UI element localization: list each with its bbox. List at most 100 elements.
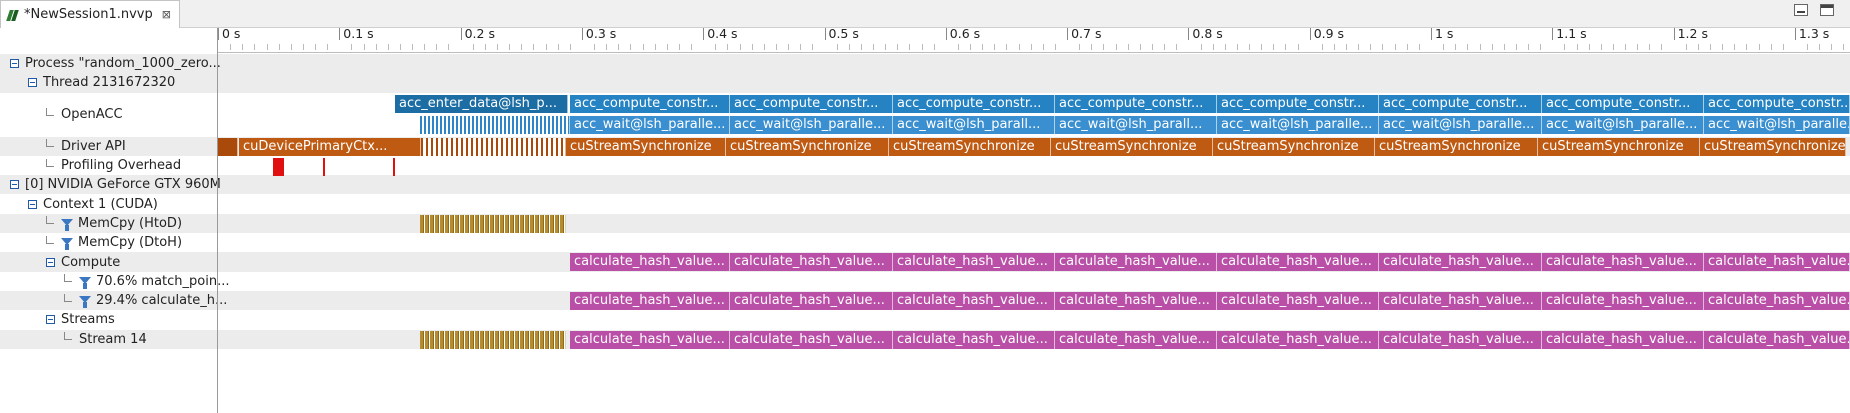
kernel-range[interactable]: calculate_hash_value... [1217, 292, 1379, 310]
cu-stream-synchronize-range[interactable]: cuStreamSynchronize [889, 137, 1051, 156]
cu-stream-synchronize-range[interactable]: cuStreamSynchronize [1700, 137, 1846, 156]
acc-compute-construct-range[interactable]: acc_compute_constr... [1217, 94, 1379, 113]
kernel-range[interactable]: calculate_hash_value... [1704, 253, 1850, 272]
ruler-minor-tick [885, 44, 887, 50]
cu-stream-synchronize-range[interactable]: cuStreamSynchronize [1538, 137, 1700, 156]
kernel-range[interactable]: calculate_hash_value... [1379, 253, 1542, 272]
kernel-range[interactable]: calculate_hash_value... [893, 292, 1055, 310]
ruler-minor-tick [1661, 44, 1663, 50]
acc-wait-range[interactable]: acc_wait@lsh_paralle... [1542, 115, 1704, 134]
kernel-range[interactable]: calculate_hash_value... [1379, 292, 1542, 310]
profiling-overhead-mark[interactable] [273, 157, 284, 176]
driver-call-cluster[interactable] [421, 137, 566, 156]
kernel-range[interactable]: calculate_hash_value... [1217, 253, 1379, 272]
profiling-overhead-mark[interactable] [393, 157, 395, 176]
kernel-range[interactable]: calculate_hash_value... [893, 253, 1055, 272]
acc-wait-range[interactable]: acc_wait@lsh_paralle... [730, 115, 893, 134]
timeline-row[interactable]: MemCpy (HtoD) [0, 213, 1850, 234]
kernel-range[interactable]: calculate_hash_value... [1055, 330, 1217, 349]
acc-wait-range[interactable]: acc_wait@lsh_paralle... [1217, 115, 1379, 134]
timeline-row[interactable]: Streams [0, 310, 1850, 329]
tree-divider[interactable] [217, 28, 218, 413]
acc-compute-construct-range[interactable]: acc_compute_constr... [570, 94, 730, 113]
session-tab[interactable]: *NewSession1.nvvp ⊠ [0, 0, 180, 28]
acc-wait-range[interactable]: acc_wait@lsh_parall... [1055, 115, 1217, 134]
acc-wait-cluster[interactable] [420, 115, 570, 134]
acc-compute-construct-range[interactable]: acc_compute_constr... [1379, 94, 1542, 113]
kernel-range[interactable]: calculate_hash_value... [1704, 330, 1850, 349]
acc-wait-range[interactable]: acc_wait@lsh_paralle... [1704, 115, 1850, 134]
acc-wait-range[interactable]: acc_wait@lsh_paralle... [1379, 115, 1542, 134]
cu-stream-synchronize-range[interactable]: cuStreamSynchronize [1375, 137, 1538, 156]
cu-stream-synchronize-range[interactable]: cuStreamSynchronize [566, 137, 726, 156]
tree-node[interactable]: Process "random_1000_zero... [10, 54, 221, 73]
collapse-icon[interactable] [46, 257, 55, 267]
collapse-icon[interactable] [10, 59, 19, 69]
kernel-range[interactable]: calculate_hash_value... [570, 292, 730, 310]
tree-node[interactable]: 29.4% calculate_h... [64, 291, 227, 310]
memcpy-htod-cluster[interactable] [420, 214, 566, 233]
tree-node[interactable]: OpenACC [46, 93, 123, 137]
ruler-minor-tick [970, 44, 972, 50]
kernel-range[interactable]: calculate_hash_value... [893, 330, 1055, 349]
kernel-range[interactable]: calculate_hash_value... [570, 253, 730, 272]
cu-stream-synchronize-range[interactable]: cuStreamSynchronize [1213, 137, 1375, 156]
tree-node[interactable]: Driver API [46, 137, 126, 156]
maximize-view-button[interactable] [1820, 4, 1834, 16]
tree-node[interactable]: Context 1 (CUDA) [28, 195, 158, 214]
timeline-row[interactable]: [0] NVIDIA GeForce GTX 960M [0, 175, 1850, 195]
collapse-icon[interactable] [46, 315, 55, 325]
profiling-overhead-mark[interactable] [323, 157, 325, 176]
acc-compute-construct-range[interactable]: acc_compute_constr... [1055, 94, 1217, 113]
memcpy-cluster[interactable] [420, 330, 566, 349]
driver-call-range[interactable] [218, 137, 238, 156]
timeline-row[interactable]: Thread 2131672320 [0, 73, 1850, 93]
ruler-minor-tick [1321, 44, 1323, 50]
collapse-icon[interactable] [10, 180, 19, 190]
cu-stream-synchronize-range[interactable]: cuStreamSynchronize [726, 137, 889, 156]
acc-compute-construct-range[interactable]: acc_compute_constr... [730, 94, 893, 113]
acc-compute-construct-range[interactable]: acc_compute_constr... [1542, 94, 1704, 113]
close-tab-icon[interactable]: ⊠ [161, 8, 171, 21]
kernel-range[interactable]: calculate_hash_value... [1542, 292, 1704, 310]
collapse-icon[interactable] [28, 78, 37, 88]
tree-node[interactable]: Compute [46, 252, 120, 271]
timeline-row[interactable]: MemCpy (DtoH) [0, 233, 1850, 252]
tree-node[interactable]: Streams [46, 310, 115, 329]
kernel-range[interactable]: calculate_hash_value... [570, 330, 730, 349]
ruler-minor-tick [982, 44, 984, 50]
kernel-range[interactable]: calculate_hash_value... [1542, 330, 1704, 349]
acc-enter-data-range[interactable]: acc_enter_data@lsh_p... [395, 94, 568, 113]
timeline-row[interactable]: OpenACC [0, 93, 1850, 137]
ruler-minor-tick [1637, 44, 1639, 50]
tree-node[interactable]: Profiling Overhead [46, 156, 181, 175]
cu-stream-synchronize-range[interactable]: cuStreamSynchronize [1051, 137, 1213, 156]
acc-compute-construct-range[interactable]: acc_compute_constr... [893, 94, 1055, 113]
tree-node[interactable]: MemCpy (DtoH) [46, 233, 182, 252]
tree-node[interactable]: MemCpy (HtoD) [46, 214, 182, 233]
tree-node[interactable]: Thread 2131672320 [28, 73, 175, 92]
timeline-row[interactable]: 70.6% match_poin... [0, 272, 1850, 291]
kernel-range[interactable]: calculate_hash_value... [1379, 330, 1542, 349]
minimize-view-button[interactable] [1794, 4, 1808, 16]
kernel-range[interactable]: calculate_hash_value... [1055, 253, 1217, 272]
acc-wait-range[interactable]: acc_wait@lsh_paralle... [570, 115, 730, 134]
tree-node[interactable]: Stream 14 [64, 330, 147, 349]
kernel-range[interactable]: calculate_hash_value... [730, 330, 893, 349]
kernel-range[interactable]: calculate_hash_value... [1055, 292, 1217, 310]
kernel-range[interactable]: calculate_hash_value... [1217, 330, 1379, 349]
tree-node[interactable]: 70.6% match_poin... [64, 272, 230, 291]
ruler-minor-tick [1819, 44, 1821, 50]
kernel-range[interactable]: calculate_hash_value... [730, 253, 893, 272]
timeline-row[interactable]: Process "random_1000_zero... [0, 54, 1850, 74]
acc-wait-range[interactable]: acc_wait@lsh_parall... [893, 115, 1055, 134]
timeline-row[interactable]: Profiling Overhead [0, 156, 1850, 175]
kernel-range[interactable]: calculate_hash_value... [730, 292, 893, 310]
collapse-icon[interactable] [28, 199, 37, 209]
kernel-range[interactable]: calculate_hash_value... [1542, 253, 1704, 272]
cu-device-primary-ctx-range[interactable]: cuDevicePrimaryCtx... [239, 137, 421, 156]
acc-compute-construct-range[interactable]: acc_compute_constr... [1704, 94, 1850, 113]
kernel-range[interactable]: calculate_hash_value... [1704, 292, 1850, 310]
tree-node[interactable]: [0] NVIDIA GeForce GTX 960M [10, 175, 221, 194]
timeline-row[interactable]: Context 1 (CUDA) [0, 195, 1850, 214]
